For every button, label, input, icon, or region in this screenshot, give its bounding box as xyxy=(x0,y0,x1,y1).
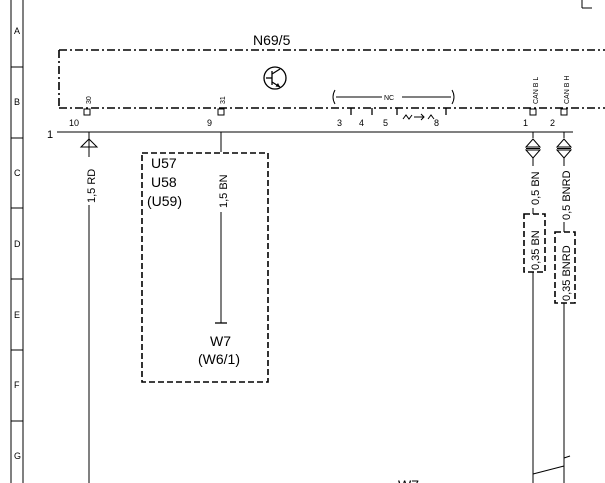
pin-name-can-b-l: CAN B L xyxy=(533,77,540,104)
pin-name-30: 30 xyxy=(86,96,93,104)
pin-number-5: 5 xyxy=(383,118,388,128)
pin-name-31: 31 xyxy=(220,96,227,104)
wire-label-0-35-bnrd: 0,35 BNRD xyxy=(561,245,573,301)
pin-number-2: 2 xyxy=(550,118,555,128)
row-reference-strip: A B C D E F G xyxy=(10,0,24,483)
wire-pin9 xyxy=(215,132,227,324)
row-label-g: G xyxy=(14,451,21,461)
row-label-c: C xyxy=(14,168,21,178)
pin-number-1: 1 xyxy=(523,118,528,128)
pin-number-3: 3 xyxy=(337,118,342,128)
variant-u57: U57 xyxy=(151,155,177,171)
connector-line-number: 1 xyxy=(47,129,53,141)
variant-box xyxy=(141,152,269,383)
row-label-a: A xyxy=(14,26,20,36)
nc-bracket: NC xyxy=(332,89,455,105)
wire-label-1-5-bn: 1,5 BN xyxy=(218,174,230,208)
component-outline xyxy=(58,49,605,109)
row-label-e: E xyxy=(14,310,20,320)
variant-u59: (U59) xyxy=(147,193,182,209)
row-label-b: B xyxy=(14,97,20,107)
twisted-pair-mark xyxy=(532,455,571,475)
ground-w6-1: (W6/1) xyxy=(198,351,240,367)
pin-number-8: 8 xyxy=(434,118,439,128)
pin-name-can-b-h: CAN B H xyxy=(564,76,571,104)
wire-can-b-l xyxy=(523,132,546,483)
corner-mark xyxy=(581,0,592,9)
variant-u58: U58 xyxy=(151,174,177,190)
wire-pin10 xyxy=(79,132,99,483)
bottom-label-w7: W7 xyxy=(398,477,419,483)
ground-w7: W7 xyxy=(210,333,231,349)
wire-label-1-5-rd: 1,5 RD xyxy=(86,169,98,203)
row-label-f: F xyxy=(14,380,20,390)
nc-label: NC xyxy=(384,95,394,102)
wire-label-0-5-bn: 0,5 BN xyxy=(530,171,542,205)
pin-number-9: 9 xyxy=(207,118,212,128)
pin-terminals xyxy=(83,108,568,121)
wire-label-0-35-bn: 0,35 BN xyxy=(530,230,542,270)
pin-number-4: 4 xyxy=(359,118,364,128)
wire-label-0-5-bnrd: 0,5 BNRD xyxy=(561,170,573,220)
transistor-icon xyxy=(263,66,287,90)
pin-number-10: 10 xyxy=(69,118,79,128)
component-id: N69/5 xyxy=(253,32,291,48)
wire-can-b-h xyxy=(554,132,576,483)
row-label-d: D xyxy=(14,239,21,249)
